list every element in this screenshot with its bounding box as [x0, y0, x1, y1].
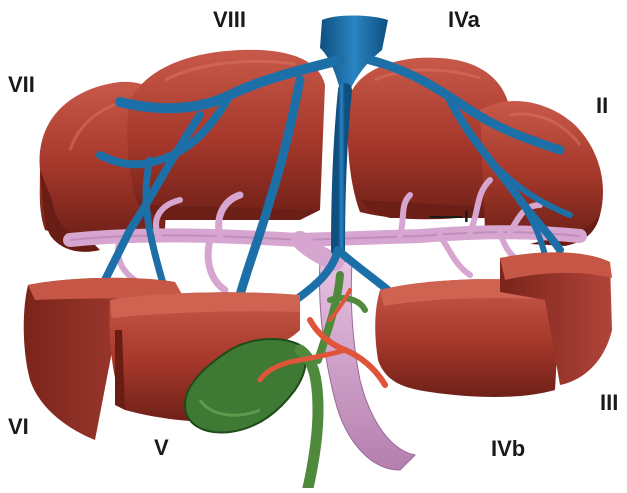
label-segment-vi: VI — [8, 416, 29, 438]
label-segment-ii: II — [596, 95, 608, 117]
label-segment-viii: VIII — [213, 9, 246, 31]
label-segment-ivb: IVb — [491, 438, 525, 460]
label-segment-vii: VII — [8, 74, 35, 96]
label-segment-i: I — [464, 208, 469, 225]
label-segment-iii: III — [600, 392, 618, 414]
label-segment-iva: IVa — [448, 9, 480, 31]
label-segment-v: V — [154, 437, 169, 459]
